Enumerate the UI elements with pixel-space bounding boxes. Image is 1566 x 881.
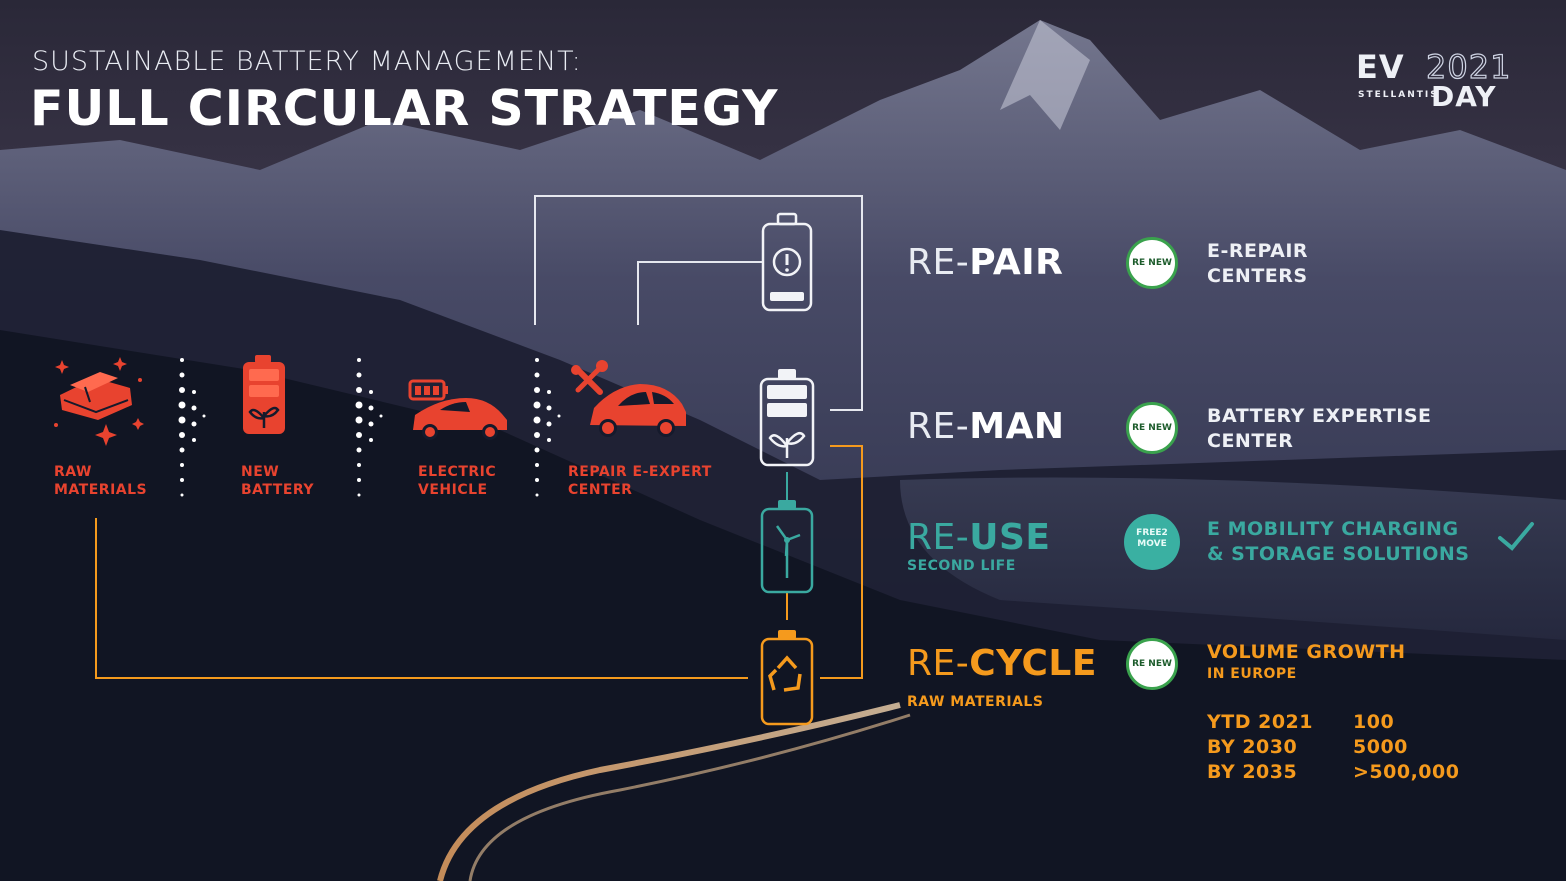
volume-row: BY 2030 5000 bbox=[1207, 735, 1507, 760]
desc-line2: CENTERS bbox=[1207, 265, 1308, 287]
free2move-logo-badge: FREE2 MOVE bbox=[1124, 514, 1180, 570]
step-electric-vehicle-label: ELECTRIC VEHICLE bbox=[418, 463, 496, 499]
desc-line1: E-REPAIR bbox=[1207, 240, 1309, 262]
volume-value: >500,000 bbox=[1353, 761, 1460, 783]
dotted-separator-1 bbox=[178, 358, 206, 497]
battery-recycle-icon bbox=[760, 630, 814, 726]
new-battery-icon bbox=[243, 355, 285, 434]
dotted-separator-2 bbox=[355, 358, 383, 497]
step-label-line2: CENTER bbox=[568, 482, 633, 498]
stage-name: USE bbox=[969, 517, 1051, 558]
stage-prefix: RE- bbox=[907, 242, 970, 283]
volume-row: YTD 2021 100 bbox=[1207, 710, 1507, 735]
volume-row: BY 2035 >500,000 bbox=[1207, 760, 1507, 785]
volume-growth-heading: VOLUME GROWTH bbox=[1207, 641, 1406, 663]
stage-recycle-subtitle: RAW MATERIALS bbox=[907, 694, 1044, 710]
desc-line2: CENTER bbox=[1207, 430, 1294, 452]
step-label-line2: BATTERY bbox=[241, 482, 315, 498]
volume-growth-subheading: IN EUROPE bbox=[1207, 666, 1297, 682]
step-label-line2: MATERIALS bbox=[54, 482, 148, 498]
stage-repair-title: RE-PAIR bbox=[907, 242, 1063, 283]
stage-reuse-description: E MOBILITY CHARGING & STORAGE SOLUTIONS bbox=[1207, 517, 1469, 567]
cycle-loop-line-right bbox=[820, 445, 863, 679]
volume-value: 100 bbox=[1353, 711, 1395, 733]
stage-prefix: RE- bbox=[907, 643, 970, 684]
repair-loop-line-inner bbox=[637, 261, 762, 325]
stage-reman-title: RE-MAN bbox=[907, 406, 1065, 447]
step-repair-center-label: REPAIR E-EXPERT CENTER bbox=[568, 463, 712, 499]
stage-prefix: RE- bbox=[907, 517, 970, 558]
raw-materials-icon bbox=[54, 357, 144, 446]
logo-year: 2021 bbox=[1425, 47, 1512, 86]
stage-prefix: RE- bbox=[907, 406, 970, 447]
step-label-line2: VEHICLE bbox=[418, 482, 488, 498]
step-label-line1: RAW bbox=[54, 464, 92, 480]
renew-logo-badge: RE NEW bbox=[1126, 402, 1178, 454]
step-label-line1: NEW bbox=[241, 464, 280, 480]
logo-day: DAY bbox=[1431, 80, 1497, 113]
volume-label: YTD 2021 bbox=[1207, 711, 1313, 733]
renew-logo-badge: RE NEW bbox=[1126, 638, 1178, 690]
stage-repair-description: E-REPAIR CENTERS bbox=[1207, 239, 1308, 289]
step-new-battery-label: NEW BATTERY bbox=[241, 463, 314, 499]
step-label-line1: ELECTRIC bbox=[418, 464, 497, 480]
volume-table: YTD 2021 100 BY 2030 5000 BY 2035 >500,0… bbox=[1207, 710, 1507, 785]
logo-ev: EV bbox=[1356, 48, 1405, 86]
step-label-line1: REPAIR E-EXPERT bbox=[568, 464, 712, 480]
ev-day-logo: EV 2021 STELLANTIS DAY bbox=[1356, 47, 1511, 118]
volume-label: BY 2030 bbox=[1207, 736, 1298, 758]
renew-logo-badge: RE NEW bbox=[1126, 237, 1178, 289]
stage-reman-description: BATTERY EXPERTISE CENTER bbox=[1207, 404, 1432, 454]
cycle-loop-line-bottom bbox=[95, 518, 748, 679]
stage-recycle-title: RE-CYCLE bbox=[907, 643, 1097, 684]
desc-line1: E MOBILITY CHARGING bbox=[1207, 518, 1459, 540]
stage-reuse-title: RE-USE bbox=[907, 517, 1051, 558]
stage-reuse-subtitle: SECOND LIFE bbox=[907, 558, 1016, 574]
desc-line1: BATTERY EXPERTISE bbox=[1207, 405, 1432, 427]
slide-title: FULL CIRCULAR STRATEGY bbox=[30, 80, 779, 137]
check-icon bbox=[1498, 522, 1534, 551]
electric-vehicle-icon bbox=[408, 379, 507, 440]
volume-value: 5000 bbox=[1353, 736, 1408, 758]
battery-second-life-icon bbox=[760, 500, 814, 594]
step-raw-materials-label: RAW MATERIALS bbox=[54, 463, 147, 499]
battery-remanufactured-icon bbox=[759, 369, 815, 467]
battery-warning-icon bbox=[761, 212, 813, 312]
volume-label: BY 2035 bbox=[1207, 761, 1298, 783]
repair-loop-line-outer bbox=[534, 195, 863, 411]
slide-subtitle: SUSTAINABLE BATTERY MANAGEMENT: bbox=[32, 46, 582, 77]
repair-car-icon bbox=[571, 360, 686, 437]
stage-name: CYCLE bbox=[969, 643, 1097, 684]
dotted-separator-3 bbox=[533, 358, 561, 497]
logo-stellantis: STELLANTIS bbox=[1358, 90, 1439, 100]
stage-name: PAIR bbox=[969, 242, 1064, 283]
stage-name: MAN bbox=[969, 406, 1065, 447]
desc-line2: & STORAGE SOLUTIONS bbox=[1207, 543, 1470, 565]
